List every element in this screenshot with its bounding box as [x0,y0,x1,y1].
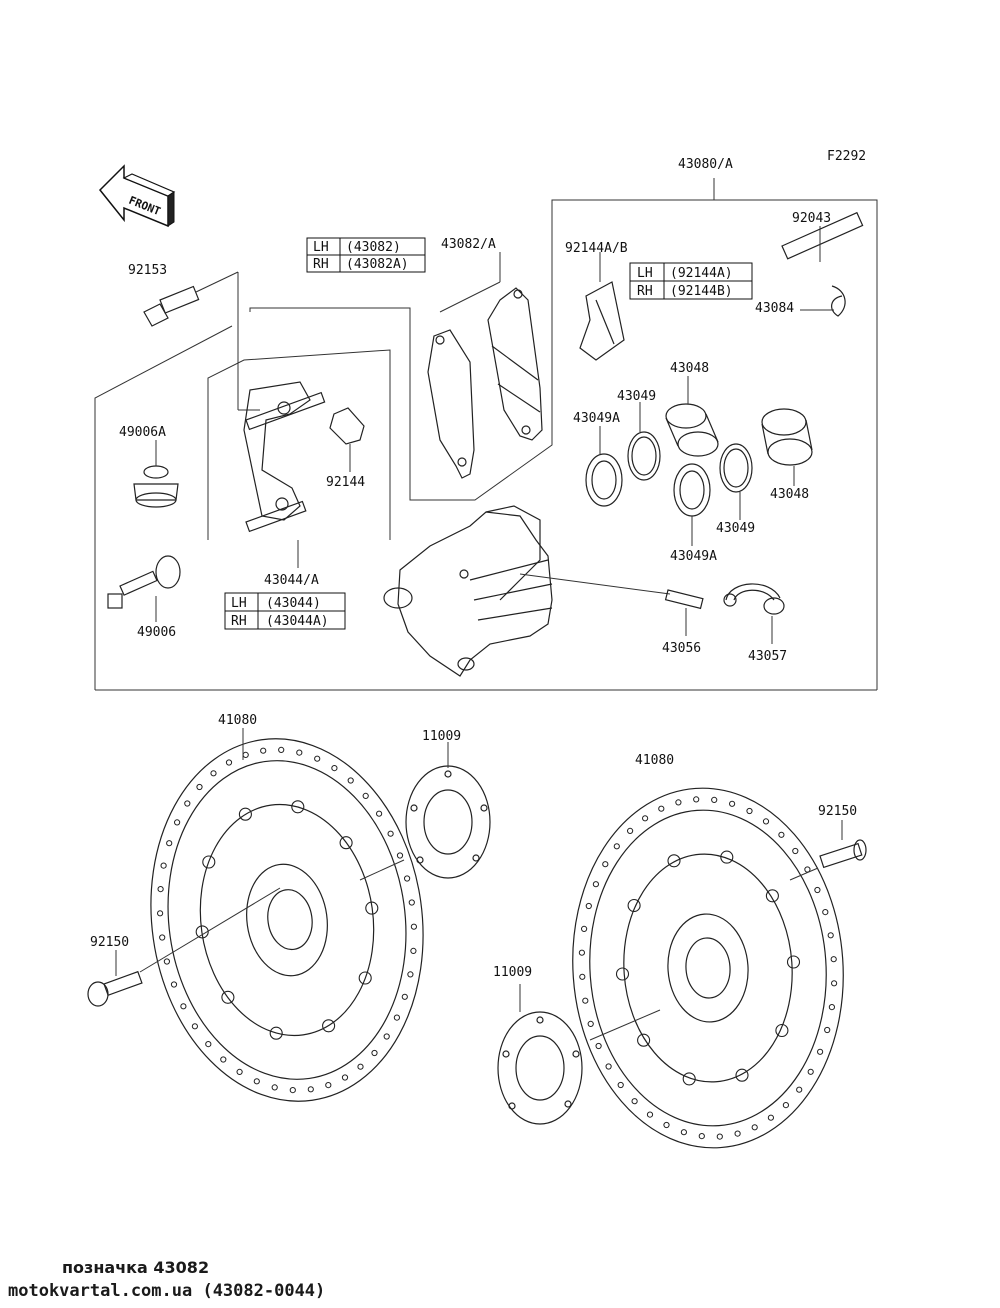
table-pads-rh-side: RH [313,257,329,272]
table-bracket: LH (43044) RH (43044A) [224,592,346,630]
label-92144ab: 92144A/B [565,241,628,256]
label-43049a-top: 43049A [573,411,620,426]
label-11009-top: 11009 [422,729,461,744]
table-pads-rh-code: (43082A) [346,257,409,272]
seal-43049-top [627,402,661,481]
disc-bolt-92150-right [789,820,867,881]
label-92153: 92153 [128,263,167,278]
boot-49006a [133,440,179,508]
caption-source: motokvartal.com.ua (43082-0044) [8,1281,326,1301]
table-spring: LH (92144A) RH (92144B) [629,262,753,300]
disc-bolt-92150-left [87,887,281,1007]
assembly-outline [94,178,878,691]
label-49006: 49006 [137,625,176,640]
label-43084: 43084 [755,301,794,316]
table-bracket-lh-side: LH [231,596,247,611]
label-43056: 43056 [662,641,701,656]
caption-label: позначка 43082 [62,1258,210,1277]
spring-92144 [329,407,365,472]
label-43049a-bottom: 43049A [670,549,717,564]
table-pads-lh-side: LH [313,240,329,255]
label-43049-top: 43049 [617,389,656,404]
bracket-43044 [243,381,326,568]
figure-code: F2292 [827,149,866,164]
seal-43049a-top [585,426,623,507]
label-41080-right: 41080 [635,753,674,768]
brake-pad-right [439,252,543,441]
pad-spring [579,252,625,361]
pin-92043 [781,211,864,262]
table-bracket-rh-side: RH [231,614,247,629]
table-spring-rh-side: RH [637,284,653,299]
label-43048-right: 43048 [770,487,809,502]
front-arrow-icon: FRONT [98,164,176,228]
slide-pin-49006 [107,555,181,622]
label-43080a: 43080/A [678,157,733,172]
table-spring-lh-code: (92144A) [670,266,733,281]
label-43044a: 43044/A [264,573,319,588]
brake-disc-left [150,728,424,1102]
label-43048-top: 43048 [670,361,709,376]
label-92043: 92043 [792,211,831,226]
seal-43049-right [719,443,753,520]
label-43082a: 43082/A [441,237,496,252]
shim-11009-top [359,742,491,881]
piston-43048-right [761,408,813,486]
label-43057: 43057 [748,649,787,664]
label-49006a: 49006A [119,425,166,440]
seal-43049a-bottom [673,463,711,546]
label-11009-bottom: 11009 [493,965,532,980]
label-92144: 92144 [326,475,365,490]
table-spring-rh-code: (92144B) [670,284,733,299]
bolt-92153 [143,271,239,327]
bleeder-43056 [664,589,704,636]
label-41080-left: 41080 [218,713,257,728]
table-pads: LH (43082) RH (43082A) [306,237,426,273]
brake-pad-left [427,329,475,479]
table-pads-lh-code: (43082) [346,240,401,255]
table-bracket-lh-code: (43044) [266,596,321,611]
label-92150-left: 92150 [90,935,129,950]
cap-43057 [723,583,785,644]
clip-43084 [800,285,846,317]
brake-disc-right [572,787,844,1149]
table-bracket-rh-code: (43044A) [266,614,329,629]
caliper-body [383,505,671,677]
table-spring-lh-side: LH [637,266,653,281]
shim-11009-bottom [497,984,661,1125]
label-92150-right: 92150 [818,804,857,819]
label-43049-right: 43049 [716,521,755,536]
piston-43048-top [665,376,719,457]
